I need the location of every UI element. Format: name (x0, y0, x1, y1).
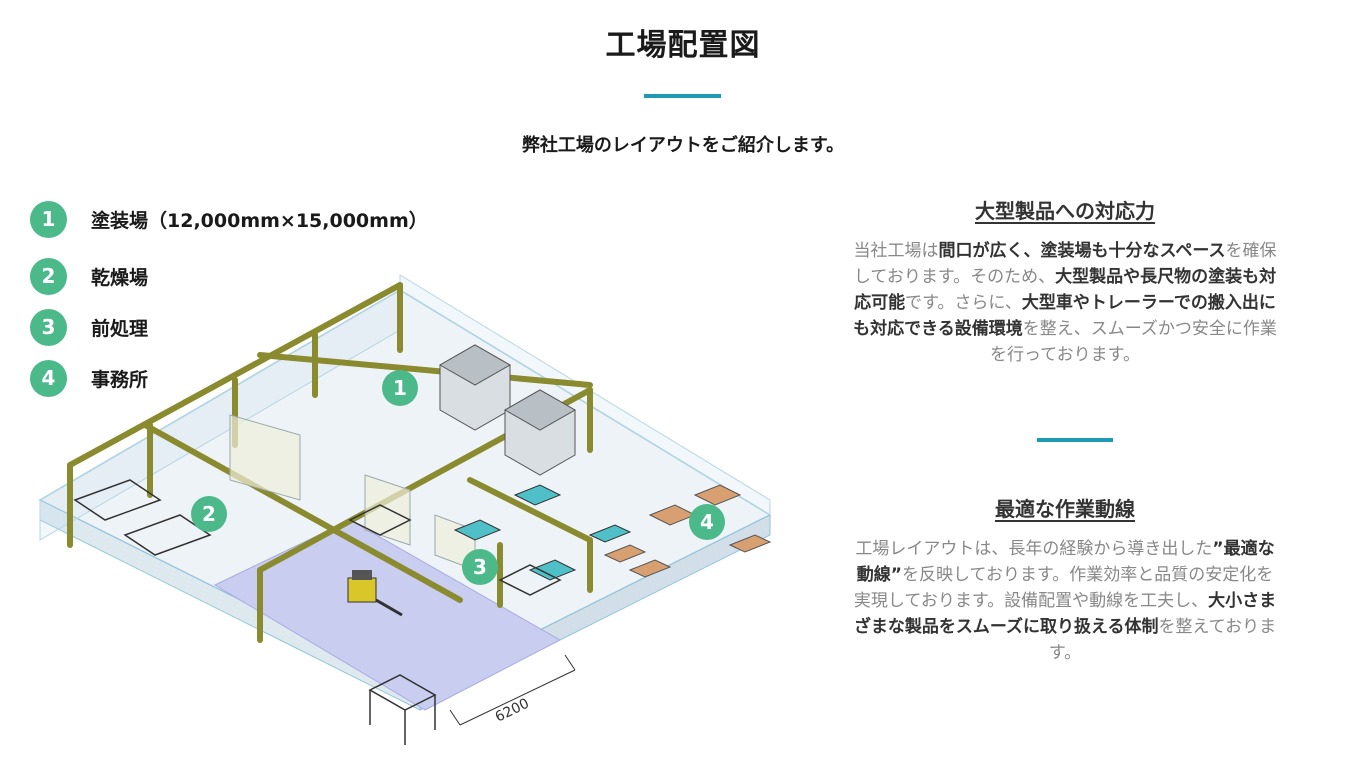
svg-text:4: 4 (700, 510, 714, 534)
diagram-marker-1: 1 (382, 370, 418, 406)
section-body: 当社工場は間口が広く、塗装場も十分なスペースを確保しております。そのため、大型製… (850, 238, 1280, 368)
emphasis-text: 大小さまざまな製品をスムーズに取り扱える体制 (853, 591, 1277, 637)
body-text: 当社工場は (853, 241, 939, 261)
legend-number-badge: 1 (30, 200, 67, 238)
svg-text:2: 2 (202, 502, 216, 526)
diagram-marker-3: 3 (462, 549, 498, 585)
legend-number-badge: 2 (30, 257, 67, 295)
section-divider (1037, 438, 1113, 442)
legend-number-badge: 4 (30, 359, 67, 397)
emphasis-text: ”最適な動線” (856, 539, 1275, 585)
legend-item-drying: 2 乾燥場 (30, 257, 148, 295)
section-title: 最適な作業動線 (995, 497, 1135, 521)
section-work-flow: 最適な作業動線 工場レイアウトは、長年の経験から導き出した”最適な動線”を反映し… (850, 493, 1280, 666)
section-large-products: 大型製品への対応力 当社工場は間口が広く、塗装場も十分なスペースを確保しておりま… (850, 195, 1280, 368)
emphasis-text: 大型車やトレーラーでの搬入出にも対応できる設備環境 (853, 293, 1276, 339)
body-text: を確保しております。そのため、 (853, 241, 1277, 287)
body-text: を反映しております。作業効率と品質の安定化を実現しております。設備配置や動線を工… (853, 565, 1274, 611)
page-title: 工場配置図 (605, 28, 761, 63)
diagram-marker-2: 2 (191, 496, 227, 532)
emphasis-text: 間口が広く、塗装場も十分なスペース (938, 241, 1226, 261)
legend-label: 前処理 (91, 317, 149, 340)
legend-label: 乾燥場 (91, 266, 149, 289)
body-text: を整え、スムーズかつ安全に作業を行っております。 (990, 319, 1277, 365)
body-text: です。さらに、 (905, 293, 1022, 313)
title-divider (644, 94, 721, 98)
svg-text:3: 3 (473, 555, 487, 579)
factory-layout-illustration: 6200 1 2 3 4 (38, 274, 772, 745)
legend-item-office: 4 事務所 (30, 359, 148, 397)
legend-number-badge: 3 (30, 308, 67, 346)
body-text: を整えております。 (1048, 617, 1277, 663)
svg-text:1: 1 (393, 376, 407, 400)
diagram-marker-4: 4 (689, 504, 725, 540)
emphasis-text: 大型製品や長尺物の塗装も対応可能 (854, 267, 1277, 313)
legend-item-painting: 1 塗装場（12,000mm×15,000mm） (30, 200, 428, 238)
page-subtitle: 弊社工場のレイアウトをご紹介します。 (521, 135, 845, 156)
legend-label: 塗装場（12,000mm×15,000mm） (91, 209, 428, 232)
legend-label: 事務所 (91, 368, 149, 391)
factory-layout-diagram: 6200 1 2 3 4 (30, 270, 790, 760)
legend-item-pretreatment: 3 前処理 (30, 308, 148, 346)
body-text: 工場レイアウトは、長年の経験から導き出した (855, 539, 1213, 559)
section-body: 工場レイアウトは、長年の経験から導き出した”最適な動線”を反映しております。作業… (850, 536, 1280, 666)
section-title: 大型製品への対応力 (975, 199, 1155, 223)
